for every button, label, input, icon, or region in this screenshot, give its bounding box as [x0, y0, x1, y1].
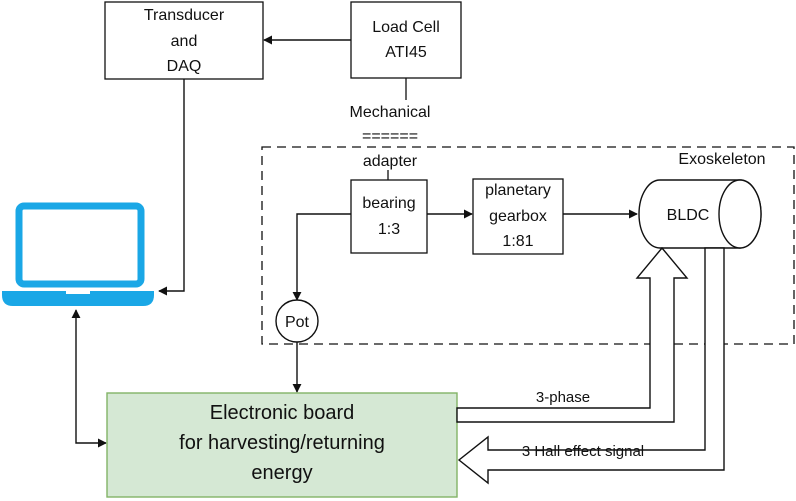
hall-signal-label: 3 Hall effect signal	[522, 443, 644, 460]
board-label-line2: for harvesting/returning	[179, 432, 385, 454]
exoskeleton-label: Exoskeleton	[678, 151, 765, 168]
bearing-to-pot-line	[292, 213, 351, 301]
transducer-label-line2: and	[171, 33, 198, 50]
arrow-laptop-board-bidirectional	[71, 309, 107, 448]
adapter-label-line1: Mechanical	[350, 104, 431, 121]
gearbox-box	[472, 178, 564, 255]
transducer-daq-box	[104, 1, 264, 80]
gearbox-label-line2: gearbox	[489, 208, 547, 225]
bldc-motor-end	[718, 179, 762, 249]
hall-signal-hollow-arrow	[457, 247, 725, 485]
electronic-board-box	[106, 392, 458, 498]
bearing-label-line1: bearing	[362, 195, 415, 212]
bearing-label-line2: 1:3	[378, 221, 400, 238]
load-cell-label-line1: Load Cell	[372, 19, 440, 36]
exoskeleton-boundary	[261, 146, 795, 345]
transducer-label-line1: Transducer	[144, 7, 225, 24]
bldc-label: BLDC	[667, 207, 710, 224]
bearing-box	[350, 179, 428, 254]
adapter-label-line2: ======	[362, 128, 418, 145]
gearbox-label-line3: 1:81	[502, 233, 533, 250]
board-label-line1: Electronic board	[210, 402, 355, 424]
transducer-label-line3: DAQ	[167, 58, 202, 75]
three-phase-label: 3-phase	[536, 389, 590, 406]
arrow-transducer-to-laptop	[158, 79, 185, 296]
load-cell-box	[350, 1, 462, 79]
adapter-label-line3: adapter	[363, 153, 418, 170]
pot-label: Pot	[285, 314, 310, 331]
three-phase-hollow-arrow	[456, 246, 689, 423]
gearbox-label-line1: planetary	[485, 182, 551, 199]
board-label-line3: energy	[251, 462, 312, 484]
laptop-icon	[2, 202, 154, 306]
load-cell-label-line2: ATI45	[385, 44, 427, 61]
